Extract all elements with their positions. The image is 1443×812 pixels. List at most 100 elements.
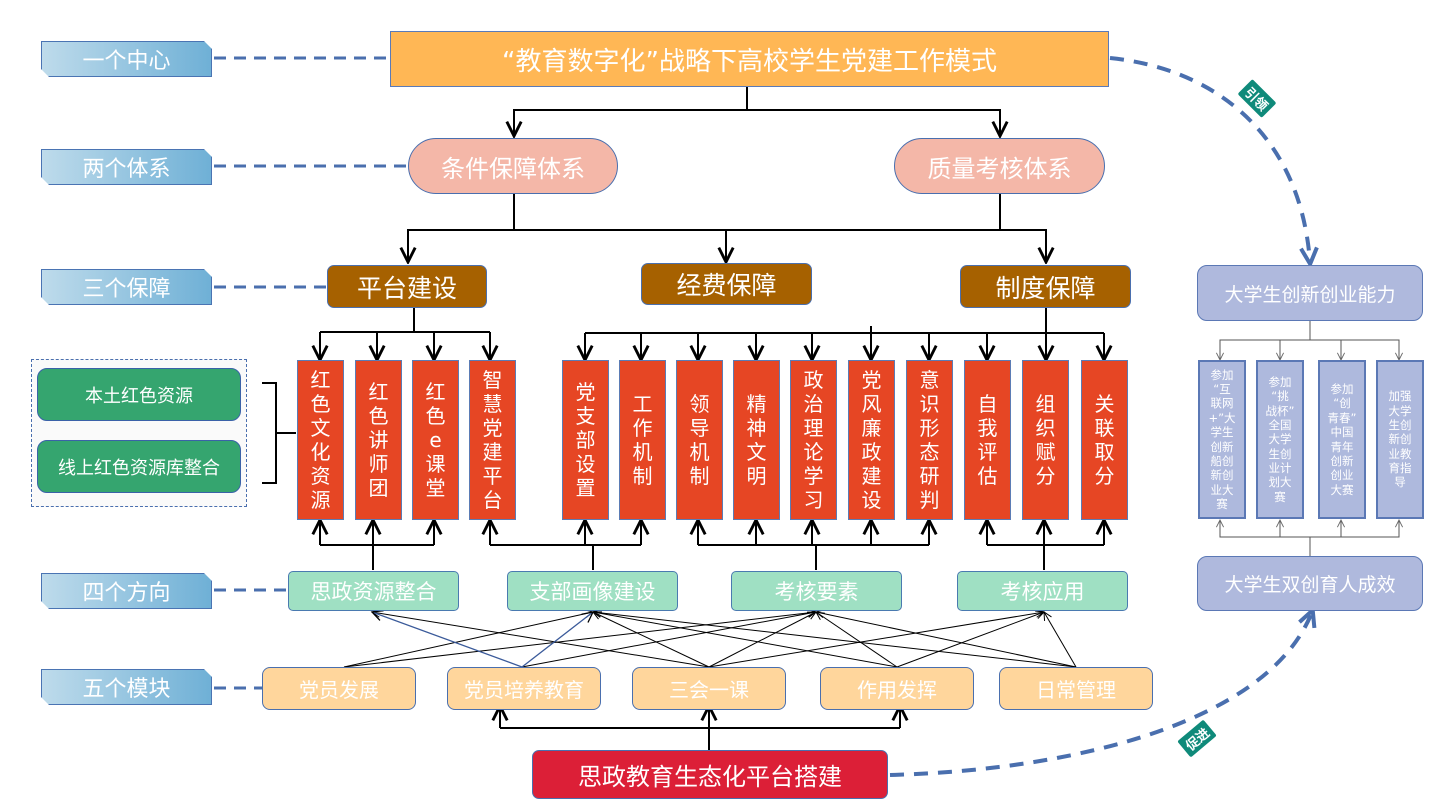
direction-label: 思政资源整合 — [310, 580, 437, 604]
element-char: 化 — [310, 440, 331, 464]
red-resource-label: 本土红色资源 — [85, 385, 193, 407]
element-char: 分 — [1094, 464, 1115, 488]
element-char: 意 — [919, 368, 940, 392]
element-char: 师 — [368, 452, 389, 476]
element-char: 源 — [310, 488, 331, 512]
element-char: 明 — [746, 464, 767, 488]
red-resource-label: 线上红色资源库整合 — [58, 457, 220, 479]
level-tag-directions: 四个方向 — [41, 573, 212, 609]
element-char: 资 — [310, 464, 331, 488]
activity-line: 划大 — [1268, 475, 1292, 490]
element-box: 精神文明 — [733, 360, 780, 520]
element-char: 党 — [482, 416, 503, 440]
activity-line: 新创 — [1210, 468, 1234, 483]
activity-line: 大学 — [1388, 403, 1412, 418]
activity-line: 赛 — [1274, 489, 1286, 504]
element-char: 织 — [1035, 416, 1056, 440]
level-tag-center: 一个中心 — [41, 41, 212, 77]
module-label: 三会一课 — [669, 678, 749, 702]
element-char: 政 — [803, 368, 824, 392]
element-char: 制 — [632, 464, 653, 488]
element-char: 研 — [919, 464, 940, 488]
activity-line: 参加 — [1330, 382, 1354, 396]
element-char: 红 — [368, 380, 389, 404]
element-char: 评 — [977, 440, 998, 464]
promote-curve — [889, 612, 1312, 777]
level-tag-guarantees: 三个保障 — [41, 269, 212, 305]
element-char: 团 — [368, 476, 389, 500]
level-tag-modules: 五个模块 — [41, 669, 212, 705]
element-box: 关联取分 — [1081, 360, 1128, 520]
element-char: 色 — [425, 404, 446, 428]
element-char: 机 — [689, 440, 710, 464]
element-char: 机 — [632, 440, 653, 464]
system-quality: 质量考核体系 — [894, 138, 1105, 194]
element-char: 治 — [803, 392, 824, 416]
system-condition: 条件保障体系 — [408, 138, 618, 194]
direction-label: 考核应用 — [1000, 580, 1085, 604]
element-char: 我 — [977, 416, 998, 440]
element-char: 领 — [689, 392, 710, 416]
center-title-box: “教育数字化”战略下高校学生党建工作模式 — [390, 31, 1109, 87]
element-char: 态 — [919, 440, 940, 464]
activity-line: 参加 — [1210, 367, 1234, 382]
element-char: 部 — [575, 428, 596, 452]
direction-assessment-application: 考核应用 — [957, 571, 1128, 611]
element-char: 风 — [861, 392, 882, 416]
element-char: 建 — [861, 464, 882, 488]
innovation-outcome-label: 大学生双创育人成效 — [1224, 574, 1396, 596]
red-resource-local: 本土红色资源 — [37, 368, 241, 421]
innovation-lines — [1220, 321, 1399, 556]
activity-line: “挑 — [1271, 389, 1289, 404]
element-char: 设 — [575, 452, 596, 476]
element-char: 神 — [746, 416, 767, 440]
module-daily-management: 日常管理 — [999, 667, 1153, 710]
element-char: 台 — [482, 488, 503, 512]
activity-line: 青年 — [1330, 439, 1354, 454]
module-label: 党员培养教育 — [464, 678, 584, 702]
element-char: 建 — [482, 440, 503, 464]
activity-line: 生创 — [1268, 446, 1292, 461]
innovation-outcome: 大学生双创育人成效 — [1197, 556, 1423, 611]
guarantee-label: 制度保障 — [995, 273, 1096, 303]
level-tag-systems: 两个体系 — [41, 149, 212, 185]
element-char: 分 — [1035, 464, 1056, 488]
activity-line: 赛 — [1216, 497, 1228, 511]
element-char: 形 — [919, 416, 940, 440]
direction-assessment-factors: 考核要素 — [731, 571, 902, 611]
element-char: 理 — [803, 416, 824, 440]
activity-line: 青春” — [1327, 410, 1357, 425]
element-char: 精 — [746, 392, 767, 416]
activity-line: 业大 — [1210, 482, 1234, 497]
module-label: 作用发挥 — [857, 678, 937, 702]
module-member-development: 党员发展 — [262, 667, 416, 710]
activity-line: 生创 — [1388, 417, 1412, 432]
guarantee-label: 平台建设 — [356, 273, 457, 303]
direction-label: 支部画像建设 — [529, 580, 656, 604]
level-label: 三个保障 — [82, 277, 171, 302]
guarantee-label: 经费保障 — [676, 271, 777, 300]
element-box: 智慧党建平台 — [469, 360, 516, 520]
element-char: 关 — [1094, 392, 1115, 416]
element-box: 工作机制 — [619, 360, 666, 520]
element-char: 色 — [310, 392, 331, 416]
element-char: 习 — [803, 488, 824, 512]
innovation-ability-label: 大学生创新创业能力 — [1224, 283, 1396, 306]
level-links — [214, 56, 408, 690]
module-meetings: 三会一课 — [632, 667, 786, 710]
level-label: 两个体系 — [82, 157, 171, 182]
element-char: 学 — [803, 464, 824, 488]
element-char: 文 — [746, 440, 767, 464]
element-char: 论 — [803, 440, 824, 464]
element-char: 堂 — [425, 476, 446, 500]
direction-resources: 思政资源整合 — [288, 571, 459, 611]
element-char: 赋 — [1035, 440, 1056, 464]
element-char: 制 — [689, 464, 710, 488]
module-member-training: 党员培养教育 — [447, 667, 601, 710]
element-box: 红色讲师团 — [355, 360, 402, 520]
element-char: 置 — [575, 476, 596, 500]
element-char: 平 — [482, 464, 503, 488]
element-box: 领导机制 — [676, 360, 723, 520]
element-char: 课 — [425, 452, 446, 476]
